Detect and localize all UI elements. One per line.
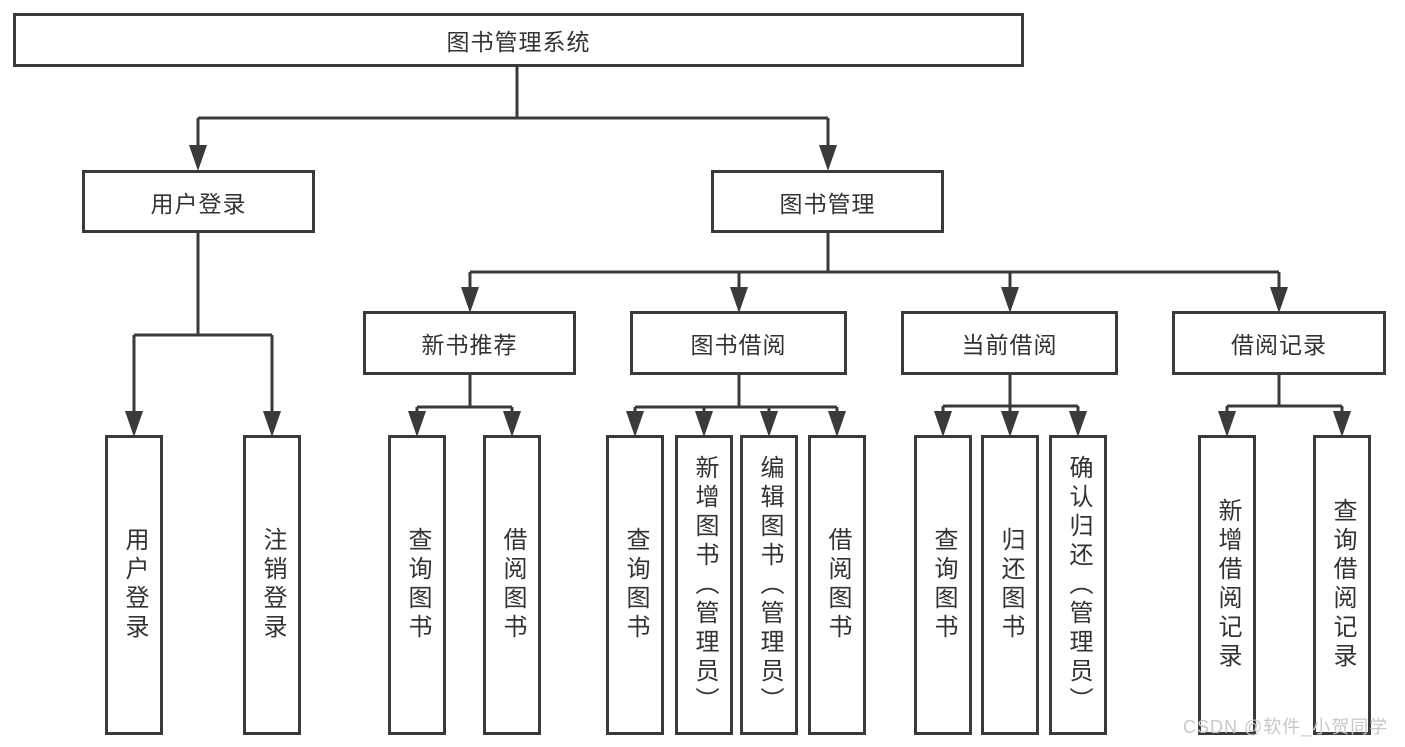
node-user-login: 用户登录 <box>82 170 315 233</box>
leaf-recommend-query-books: 查询图书 <box>388 435 446 735</box>
node-label: 归还图书 <box>997 527 1024 643</box>
node-label: 图书管理系统 <box>446 29 591 55</box>
node-book-borrowing: 图书借阅 <box>630 311 847 375</box>
leaf-borrow-books: 借阅图书 <box>808 435 866 735</box>
node-library-system: 图书管理系统 <box>13 13 1024 67</box>
node-label: 借阅图书 <box>824 527 851 643</box>
node-label: 新增图书（管理员） <box>691 454 718 716</box>
leaf-add-borrow-record: 新增借阅记录 <box>1198 435 1256 735</box>
leaf-query-borrow-record: 查询借阅记录 <box>1313 435 1371 735</box>
arrowhead-icon <box>1069 411 1087 437</box>
arrowhead-icon <box>730 287 748 313</box>
arrowhead-icon <box>1270 287 1288 313</box>
arrowhead-icon <box>760 411 778 437</box>
node-label: 图书管理 <box>779 190 876 217</box>
arrowhead-icon <box>1001 287 1019 313</box>
arrowhead-icon <box>503 411 521 437</box>
arrowhead-icon <box>828 411 846 437</box>
node-label: 当前借阅 <box>961 332 1058 358</box>
leaf-add-books-admin: 新增图书（管理员） <box>675 435 733 735</box>
node-borrowing-records: 借阅记录 <box>1172 311 1386 375</box>
leaf-recommend-borrow-books: 借阅图书 <box>483 435 541 735</box>
arrowhead-icon <box>819 145 837 171</box>
leaf-return-books: 归还图书 <box>981 435 1039 735</box>
node-new-book-recommendation: 新书推荐 <box>363 311 576 375</box>
leaf-current-query-books: 查询图书 <box>914 435 972 735</box>
node-label: 图书借阅 <box>690 332 787 358</box>
arrowhead-icon <box>263 411 281 437</box>
csdn-watermark: CSDN @软件_小贺同学 <box>1183 717 1389 737</box>
arrowhead-icon <box>189 145 207 171</box>
leaf-edit-books-admin: 编辑图书（管理员） <box>740 435 798 735</box>
leaf-borrowing-query-books: 查询图书 <box>606 435 664 735</box>
node-label: 确认归还（管理员） <box>1065 454 1092 716</box>
leaf-logout: 注销登录 <box>243 435 301 735</box>
node-label: 查询图书 <box>622 527 649 643</box>
node-label: 新书推荐 <box>421 332 518 358</box>
node-label: 借阅记录 <box>1231 332 1327 358</box>
node-label: 注销登录 <box>259 527 286 643</box>
node-label: 查询图书 <box>404 527 431 643</box>
arrowhead-icon <box>408 411 426 437</box>
arrowhead-icon <box>1001 411 1019 437</box>
arrowhead-icon <box>934 411 952 437</box>
arrowhead-icon <box>1218 411 1236 437</box>
node-label: 查询图书 <box>930 527 957 643</box>
arrowhead-icon <box>125 411 143 437</box>
arrowhead-icon <box>1333 411 1351 437</box>
node-label: 用户登录 <box>121 527 148 643</box>
node-label: 编辑图书（管理员） <box>756 454 783 716</box>
node-label: 用户登录 <box>150 190 247 217</box>
leaf-user-login: 用户登录 <box>105 435 163 735</box>
node-label: 借阅图书 <box>499 527 526 643</box>
node-book-management: 图书管理 <box>711 170 944 233</box>
node-label: 新增借阅记录 <box>1214 498 1241 672</box>
leaf-confirm-return-admin: 确认归还（管理员） <box>1049 435 1107 735</box>
arrowhead-icon <box>695 411 713 437</box>
arrowhead-icon <box>626 411 644 437</box>
arrowhead-icon <box>461 287 479 313</box>
node-current-borrowing: 当前借阅 <box>901 311 1118 375</box>
node-label: 查询借阅记录 <box>1329 498 1356 672</box>
